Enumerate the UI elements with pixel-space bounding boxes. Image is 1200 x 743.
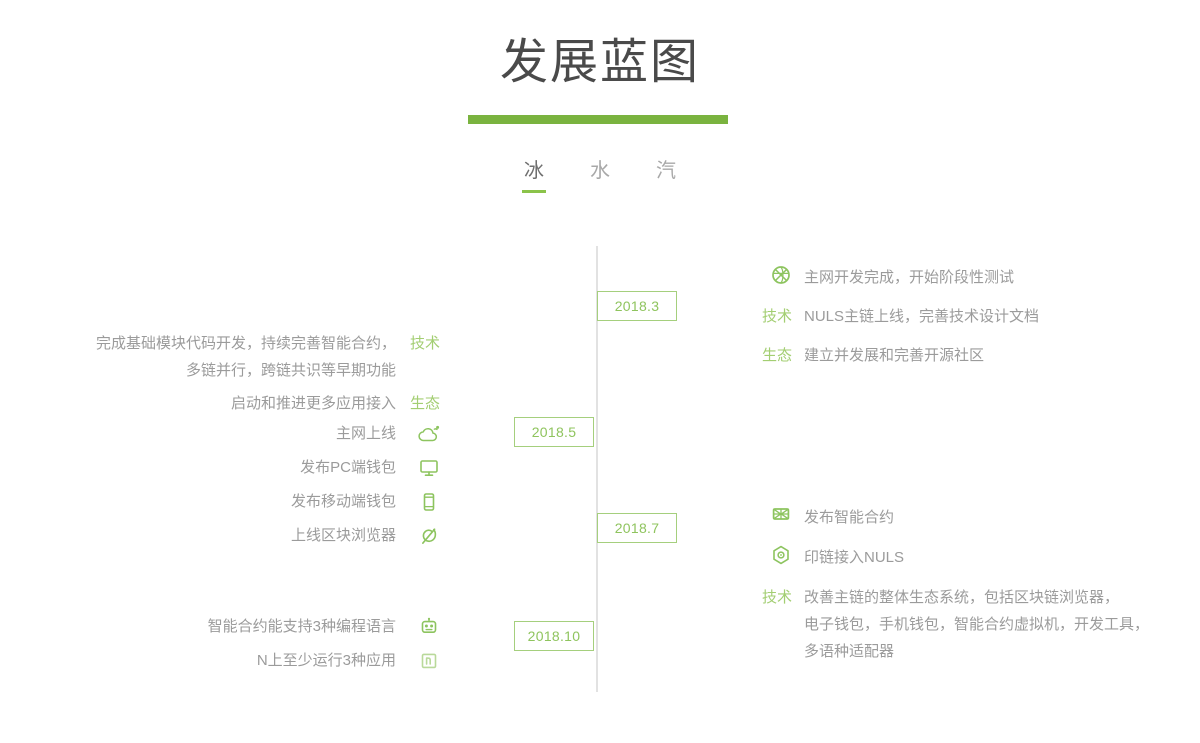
title-underline-rule bbox=[468, 115, 728, 124]
left-item-text: 完成基础模块代码开发，持续完善智能合约， 多链并行，跨链共识等早期功能 bbox=[95, 335, 396, 379]
list-item: 主网开发完成，开始阶段性测试 bbox=[736, 264, 1039, 291]
right-item-text: 印链接入NULS bbox=[804, 549, 905, 566]
right-item-text: NULS主链上线，完善技术设计文档 bbox=[804, 308, 1040, 325]
cloud-icon bbox=[396, 420, 440, 447]
timeline-date-2018-5: 2018.5 bbox=[514, 417, 594, 447]
left-item-text: 上线区块浏览器 bbox=[290, 527, 396, 544]
list-item: 印链接入NULS bbox=[736, 544, 1149, 571]
list-item: 主网上线 bbox=[60, 420, 440, 447]
list-item: 上线区块浏览器 bbox=[60, 522, 440, 549]
contract-grid-icon bbox=[736, 504, 792, 531]
tab-steam[interactable]: 汽 bbox=[656, 160, 676, 182]
right-item-text: 建立并发展和完善开源社区 bbox=[804, 347, 985, 364]
left-item-text: 智能合约能支持3种编程语言 bbox=[207, 618, 396, 635]
list-item: 技术 改善主链的整体生态系统，包括区块链浏览器， 电子钱包，手机钱包，智能合约虚… bbox=[736, 584, 1149, 665]
left-item-text: 发布PC端钱包 bbox=[300, 459, 396, 476]
list-item: 技术 NULS主链上线，完善技术设计文档 bbox=[736, 303, 1039, 330]
right-item-tag: 技术 bbox=[761, 308, 792, 325]
page-title: 发展蓝图 bbox=[499, 36, 700, 89]
mobile-phone-icon bbox=[396, 488, 440, 515]
right-item-text: 改善主链的整体生态系统，包括区块链浏览器， 电子钱包，手机钱包，智能合约虚拟机，… bbox=[804, 589, 1150, 660]
list-item: 发布智能合约 bbox=[736, 504, 1149, 531]
timeline-date-2018-7: 2018.7 bbox=[597, 513, 677, 543]
tab-bar: 冰 水 汽 bbox=[0, 155, 1200, 193]
timeline-date-2018-3: 2018.3 bbox=[597, 291, 677, 321]
left-block-technology: 完成基础模块代码开发，持续完善智能合约， 多链并行，跨链共识等早期功能 技术 bbox=[60, 330, 440, 384]
list-item: 发布PC端钱包 bbox=[60, 454, 440, 481]
list-item: 智能合约能支持3种编程语言 bbox=[60, 613, 440, 640]
right-item-tag: 技术 bbox=[761, 589, 792, 606]
list-item: 生态 建立并发展和完善开源社区 bbox=[736, 342, 1039, 369]
leaf-compass-icon bbox=[396, 522, 440, 549]
left-item-tag: 技术 bbox=[409, 335, 440, 352]
left-item-text: 启动和推进更多应用接入 bbox=[230, 395, 396, 412]
timeline-date-2018-10: 2018.10 bbox=[514, 621, 594, 651]
timeline-spine bbox=[596, 246, 598, 692]
left-block-2018-5: 主网上线 发布PC端钱包 发布移动端钱包 bbox=[60, 420, 440, 549]
list-item: 完成基础模块代码开发，持续完善智能合约， 多链并行，跨链共识等早期功能 技术 bbox=[60, 330, 440, 384]
n-box-icon bbox=[396, 647, 440, 674]
hexagon-seal-icon bbox=[736, 544, 792, 571]
left-item-text: 主网上线 bbox=[335, 425, 396, 442]
right-block-2018-7: 发布智能合约 印链接入NULS 技术 改善主链的整体生态系统，包括区块链浏览器，… bbox=[736, 504, 1149, 665]
list-item: N上至少运行3种应用 bbox=[60, 647, 440, 674]
left-item-tag: 生态 bbox=[409, 395, 440, 412]
right-item-text: 发布智能合约 bbox=[804, 509, 895, 526]
monitor-icon bbox=[396, 454, 440, 481]
right-item-text: 主网开发完成，开始阶段性测试 bbox=[804, 269, 1015, 286]
robot-icon bbox=[396, 613, 440, 640]
left-item-text: 发布移动端钱包 bbox=[290, 493, 396, 510]
right-block-2018-3: 主网开发完成，开始阶段性测试 技术 NULS主链上线，完善技术设计文档 生态 建… bbox=[736, 264, 1039, 369]
left-block-ecology: 启动和推进更多应用接入 生态 bbox=[60, 390, 440, 417]
globe-cross-icon bbox=[736, 264, 792, 291]
right-item-tag: 生态 bbox=[761, 347, 792, 364]
left-block-2018-10: 智能合约能支持3种编程语言 N上至少运行3种应用 bbox=[60, 613, 440, 674]
list-item: 启动和推进更多应用接入 生态 bbox=[60, 390, 440, 417]
left-item-text: N上至少运行3种应用 bbox=[256, 652, 396, 669]
tab-water[interactable]: 水 bbox=[590, 160, 610, 182]
tab-ice[interactable]: 冰 bbox=[520, 155, 548, 193]
list-item: 发布移动端钱包 bbox=[60, 488, 440, 515]
